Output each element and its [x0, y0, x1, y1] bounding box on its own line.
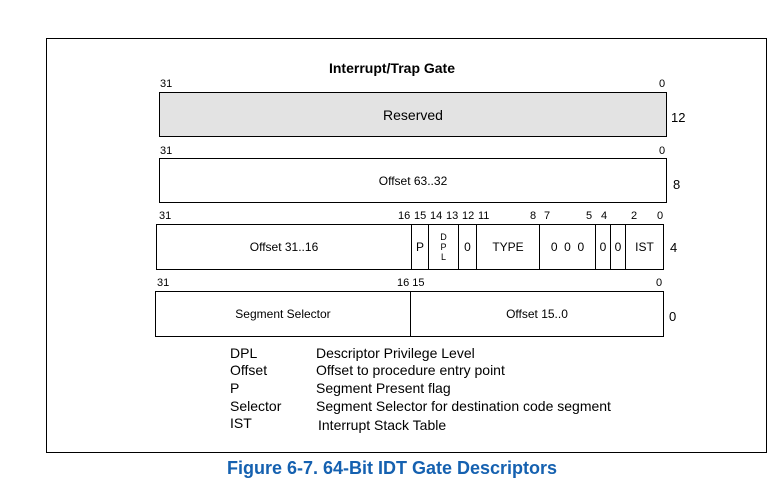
- bit-16: 16: [398, 210, 411, 222]
- offset-31-16-label: Offset 31..16: [249, 240, 319, 254]
- row0-right-bit: 0: [656, 277, 663, 289]
- zero-bit-label-b: 0: [614, 240, 622, 254]
- legend-def-selector: Segment Selector for destination code se…: [316, 398, 611, 414]
- zero-bit-field-a: 0: [595, 225, 610, 269]
- dpl-letter-l: L: [440, 252, 446, 262]
- row12-index: 12: [671, 110, 686, 125]
- p-label: P: [415, 240, 424, 254]
- bit-2: 2: [631, 210, 638, 222]
- row12-right-bit: 0: [659, 78, 666, 90]
- dpl-field: D P L: [428, 225, 458, 269]
- row0-index: 0: [669, 309, 677, 324]
- row8-right-bit: 0: [659, 145, 666, 157]
- segment-selector-label: Segment Selector: [235, 307, 331, 321]
- reserved-zeros-field: 0 0 0: [539, 225, 595, 269]
- row8-index: 8: [673, 177, 681, 192]
- offset-63-32-label: Offset 63..32: [378, 173, 448, 188]
- dpl-letter-d: D: [440, 232, 447, 242]
- bit-5: 5: [586, 210, 593, 222]
- row4-left-bit: 31: [159, 210, 172, 222]
- reserved-label: Reserved: [383, 106, 443, 123]
- legend-def-ist: Interrupt Stack Table: [318, 417, 447, 433]
- bit-15: 15: [414, 210, 427, 222]
- zero-bit-field-b: 0: [610, 225, 625, 269]
- bit-8: 8: [530, 210, 537, 222]
- legend-term-offset: Offset: [230, 362, 268, 378]
- bit-7: 7: [544, 210, 551, 222]
- reserved-zeros-label: 0 0 0: [550, 240, 585, 254]
- offset-63-32-field: Offset 63..32: [159, 158, 667, 203]
- ist-field: IST: [625, 225, 663, 269]
- p-field: P: [411, 225, 428, 269]
- figure-frame: [46, 38, 767, 453]
- bit-11: 11: [478, 210, 490, 222]
- dpl-letter-p: P: [440, 242, 447, 252]
- bit-12: 12: [462, 210, 475, 222]
- row12-left-bit: 31: [160, 78, 173, 90]
- legend-term-selector: Selector: [230, 398, 282, 414]
- selector-offset-row: Segment Selector Offset 15..0: [155, 291, 664, 337]
- reserved-field: Reserved: [159, 92, 667, 137]
- row8-left-bit: 31: [160, 145, 173, 157]
- legend-def-offset: Offset to procedure entry point: [316, 362, 505, 378]
- row4-index: 4: [670, 240, 678, 255]
- bit12-zero-label: 0: [464, 240, 471, 254]
- type-label: TYPE: [492, 240, 524, 254]
- type-field: TYPE: [476, 225, 539, 269]
- ist-label: IST: [635, 240, 654, 254]
- zero-bit-label-a: 0: [599, 240, 607, 254]
- legend-term-ist: IST: [230, 415, 252, 431]
- bit12-zero-field: 0: [458, 225, 476, 269]
- legend-term-dpl: DPL: [230, 345, 258, 361]
- row0-left-bit: 31: [157, 277, 170, 289]
- gate-flags-row: Offset 31..16 P D P L 0 TYPE 0 0 0 0 0 I…: [156, 224, 664, 270]
- offset-31-16-field: Offset 31..16: [157, 225, 411, 269]
- legend-def-p: Segment Present flag: [316, 380, 451, 396]
- legend-term-p: P: [230, 380, 240, 396]
- figure-caption: Figure 6-7. 64-Bit IDT Gate Descriptors: [226, 458, 558, 478]
- offset-15-0-field: Offset 15..0: [410, 292, 663, 336]
- diagram-title: Interrupt/Trap Gate: [328, 60, 456, 76]
- legend-def-dpl: Descriptor Privilege Level: [316, 345, 475, 361]
- offset-15-0-label: Offset 15..0: [506, 307, 568, 321]
- bit-4: 4: [601, 210, 608, 222]
- row0-mid-bits: 16 15: [397, 277, 425, 289]
- bit-13: 13: [446, 210, 459, 222]
- bit-0: 0: [657, 210, 664, 222]
- bit-14: 14: [430, 210, 443, 222]
- segment-selector-field: Segment Selector: [156, 292, 410, 336]
